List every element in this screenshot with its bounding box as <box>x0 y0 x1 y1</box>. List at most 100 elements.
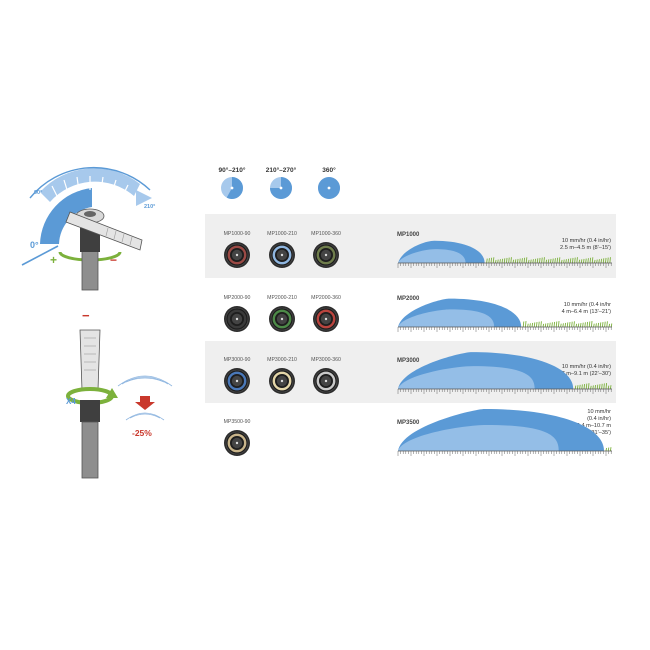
zero-pointer <box>21 245 59 266</box>
nozzle-center <box>324 379 328 383</box>
spec-text: (31'–35') <box>590 430 612 436</box>
reduction-label: -25% <box>132 428 152 438</box>
series-name: MP3500 <box>397 420 420 426</box>
grass-blade <box>521 258 523 264</box>
grass-blade <box>580 259 583 264</box>
grass-blade <box>538 257 541 264</box>
arc-header-label: 90°–210° <box>219 166 246 174</box>
grass-blade <box>575 323 578 328</box>
grass-blade <box>552 258 554 264</box>
nozzle-color-ring <box>227 371 247 391</box>
grass-blade <box>574 257 576 264</box>
spec-text: (0.4 in/hr) <box>587 416 611 422</box>
grass-blade <box>492 257 495 264</box>
spray-profile-inner <box>398 249 466 263</box>
arc-sweep-dark <box>40 188 92 244</box>
arc-headers: 90°–210°210°–270°360° <box>219 166 340 199</box>
nozzle-color-ring <box>316 371 336 391</box>
grass-blade <box>565 259 567 264</box>
grass-blade <box>598 384 601 390</box>
grass-blade <box>523 257 526 264</box>
grass-blade <box>522 321 525 328</box>
grass-blade <box>501 258 504 264</box>
grass-blade <box>534 258 537 264</box>
grass-blade <box>576 385 579 390</box>
arc-outer-line <box>29 166 151 199</box>
grass-blade <box>486 258 488 264</box>
grass-blade <box>605 382 608 390</box>
spec-text: 10 mm/hr (0.4 in/hr) <box>562 238 611 244</box>
grass-blade <box>607 447 610 452</box>
grass-blade <box>577 323 580 328</box>
grass-blade <box>608 323 611 328</box>
grass-blade <box>573 321 575 328</box>
angle-0-label: 0° <box>30 240 39 250</box>
grass-blade <box>554 258 556 264</box>
grass-blade <box>488 258 490 264</box>
grass-blade <box>596 259 598 264</box>
grass-blade <box>544 323 547 328</box>
arc-pie-center <box>327 186 331 190</box>
grass-blade <box>586 321 589 328</box>
grass-blade <box>551 322 553 328</box>
arc-sweep-light <box>40 168 140 202</box>
grass-blade <box>574 385 577 390</box>
grass-blade <box>604 257 607 264</box>
grass-blade <box>609 385 612 390</box>
spec-text: 2.5 m–4.5 m (8'–15') <box>560 245 611 251</box>
nozzle-label: MP2000-210 <box>267 295 297 301</box>
arc-pie-center <box>279 186 283 190</box>
grass-blade <box>553 321 556 328</box>
grass-blade <box>563 259 565 264</box>
nozzle-color-ring <box>272 309 292 329</box>
grass-blade <box>519 258 521 264</box>
radius-adjustment-diagram: − X4 -25% <box>66 308 173 479</box>
row-band-mp1000 <box>205 214 616 278</box>
series-name: MP1000 <box>397 232 420 238</box>
grass-blade <box>609 257 611 264</box>
grass-blade <box>609 447 612 452</box>
nozzle-body <box>80 228 100 252</box>
grass-blade <box>596 384 599 390</box>
radius-nozzle-body <box>80 400 100 422</box>
grass-blade <box>497 259 499 264</box>
grass-blade <box>590 321 593 328</box>
grass-blade <box>549 322 551 328</box>
spray-profile-inner <box>398 366 535 389</box>
grass-blade <box>499 259 501 264</box>
spray-before-icon <box>117 375 173 387</box>
grass-blade <box>566 322 569 328</box>
plus-sign: + <box>50 253 57 267</box>
grass-blade <box>599 322 602 328</box>
grass-blade <box>516 258 519 264</box>
grass-blade <box>602 258 605 264</box>
grass-blade <box>567 258 570 264</box>
angle-90-label: 90° <box>34 190 42 196</box>
grass-blade <box>555 321 558 328</box>
grass-blade <box>542 323 545 328</box>
nozzle-label: MP1000-90 <box>224 231 251 237</box>
nozzle-label: MP2000-360 <box>311 295 341 301</box>
grass-blade <box>604 321 606 328</box>
spec-text: 10 mm/hr (0.4 in/hr <box>564 302 611 308</box>
grass-blade <box>508 257 510 264</box>
nozzle-label: MP1000-360 <box>311 231 341 237</box>
grass-blade <box>533 322 536 328</box>
series-name: MP2000 <box>397 296 420 302</box>
grass-blade <box>569 258 572 264</box>
grass-blade <box>538 321 540 328</box>
screwdriver <box>79 329 101 391</box>
grass-blade <box>600 258 603 264</box>
grass-blade <box>605 447 608 452</box>
grass-blade <box>556 257 559 264</box>
nozzle-label: MP3000-360 <box>311 357 341 363</box>
spec-text: 10 mm/hr <box>587 409 611 415</box>
grass-blade <box>591 257 594 264</box>
grass-blade <box>494 259 497 264</box>
grass-blade <box>512 259 515 264</box>
grass-blade <box>532 259 534 264</box>
angle-210-label: 210° <box>144 204 155 210</box>
